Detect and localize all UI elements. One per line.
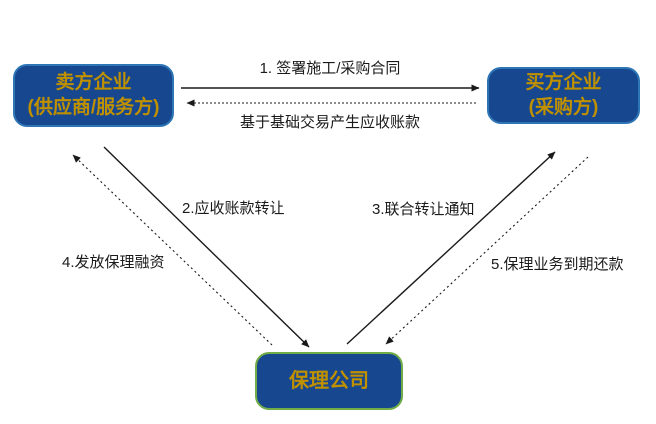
node-seller-title: 卖方企业 <box>55 71 132 93</box>
edge-joint-transfer-notice-arrow <box>346 151 556 345</box>
node-buyer-enterprise: 买方企业 (采购方) <box>487 67 640 124</box>
node-buyer-subtitle: (采购方) <box>528 96 599 118</box>
node-factor-title: 保理公司 <box>289 370 369 392</box>
edge-label-maturity-repayment: 5.保理业务到期还款 <box>491 256 624 273</box>
node-seller-subtitle: (供应商/服务方) <box>27 96 160 118</box>
edge-label-issue-financing: 4.发放保理融资 <box>62 254 165 271</box>
edge-receivables-transfer-arrow <box>103 146 310 348</box>
edge-issue-financing-arrow <box>72 154 273 346</box>
node-factoring-company: 保理公司 <box>255 352 403 410</box>
edge-label-receivables-transfer: 2.应收账款转让 <box>182 200 285 217</box>
node-buyer-title: 买方企业 <box>525 71 602 93</box>
edge-label-joint-transfer-notice: 3.联合转让通知 <box>372 201 475 218</box>
edge-label-sign-contract: 1. 签署施工/采购合同 <box>259 60 401 77</box>
edge-label-receivables-arise: 基于基础交易产生应收账款 <box>239 114 420 131</box>
node-seller-enterprise: 卖方企业 (供应商/服务方) <box>13 64 174 127</box>
edge-maturity-repayment-arrow <box>385 156 589 345</box>
